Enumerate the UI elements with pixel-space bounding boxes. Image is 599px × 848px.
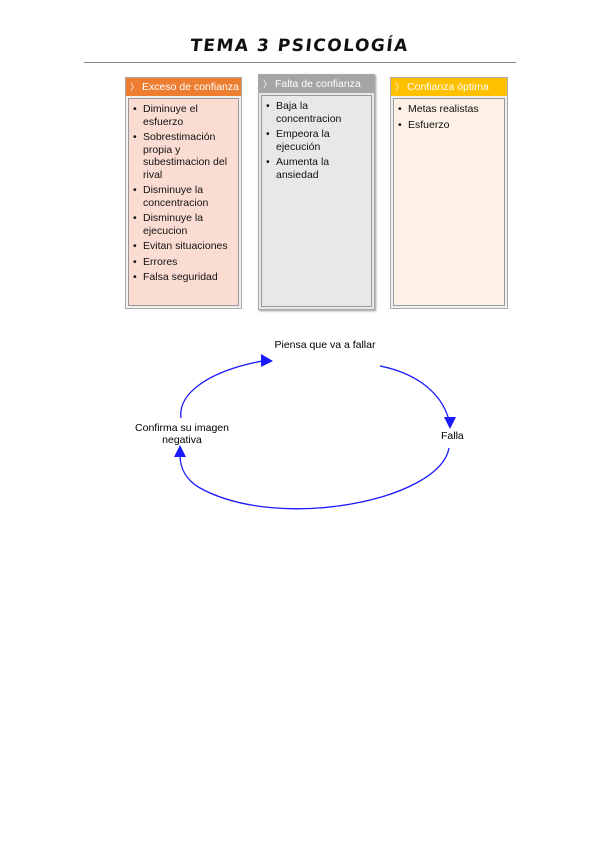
cycle-arrows: [179, 360, 450, 510]
list-item: Baja la concentracion: [266, 100, 367, 125]
cycle-node-confirma: Confirma su imagen negativa: [135, 422, 229, 446]
list-item: Sobrestimación propia y subestimacion de…: [133, 131, 234, 181]
list-item: Diminuye el esfuerzo: [133, 103, 234, 128]
card-header: 〉Falta de confianza: [259, 75, 374, 93]
arrowhead-icon: [261, 354, 273, 367]
list-item: Empeora la ejecución: [266, 128, 367, 153]
arc-bottom: [179, 447, 450, 510]
card-body: Baja la concentracion Empeora la ejecuci…: [261, 95, 372, 307]
list-item: Falsa seguridad: [133, 271, 234, 284]
card-title: Exceso de confianza: [142, 81, 239, 93]
arrowheads: [174, 354, 456, 457]
list-item: Disminuye la ejecucion: [133, 212, 234, 237]
list-item: Evitan situaciones: [133, 240, 234, 253]
card-body: Diminuye el esfuerzo Sobrestimación prop…: [128, 98, 239, 306]
list-item: Esfuerzo: [398, 119, 500, 132]
arrowhead-icon: [174, 445, 186, 457]
card-header: 〉Confianza óptima: [391, 78, 507, 96]
card-confianza-optima: 〉Confianza óptima Metas realistas Esfuer…: [390, 77, 508, 309]
card-title: Confianza óptima: [407, 81, 489, 93]
bullet-list: Baja la concentracion Empeora la ejecuci…: [266, 100, 367, 181]
cycle-node-falla: Falla: [441, 430, 464, 442]
card-body: Metas realistas Esfuerzo: [393, 98, 505, 306]
list-item: Disminuye la concentracion: [133, 184, 234, 209]
list-item: Aumenta la ansiedad: [266, 156, 367, 181]
list-item: Metas realistas: [398, 103, 500, 116]
card-title: Falta de confianza: [275, 78, 361, 90]
bullet-list: Metas realistas Esfuerzo: [398, 103, 500, 131]
chevron-right-icon: 〉: [130, 82, 140, 92]
arc-top-right: [379, 365, 450, 421]
bullet-list: Diminuye el esfuerzo Sobrestimación prop…: [133, 103, 234, 284]
chevron-right-icon: 〉: [263, 79, 273, 89]
cycle-node-piensa: Piensa que va a fallar: [274, 339, 376, 351]
list-item: Errores: [133, 256, 234, 269]
card-header: 〉Exceso de confianza: [126, 78, 241, 96]
arc-top-left: [180, 360, 263, 419]
arrowhead-icon: [444, 417, 456, 429]
chevron-right-icon: 〉: [395, 82, 405, 92]
card-exceso-confianza: 〉Exceso de confianza Diminuye el esfuerz…: [125, 77, 242, 309]
title-divider: [84, 62, 516, 63]
card-falta-confianza: 〉Falta de confianza Baja la concentracio…: [258, 74, 375, 310]
